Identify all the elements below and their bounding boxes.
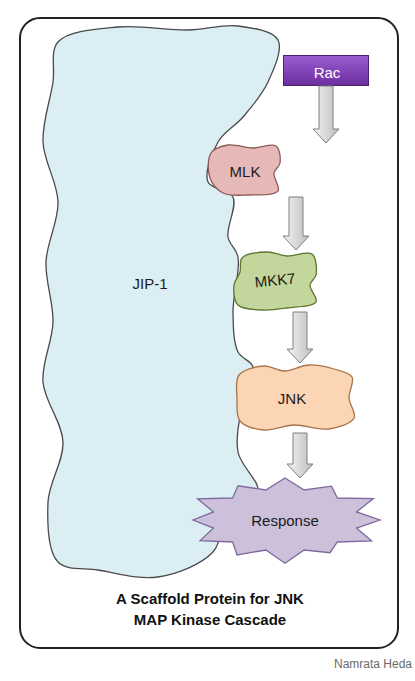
watermark: Namrata Heda [334,657,412,671]
node-shape [236,365,354,430]
protein-box: Rac [283,55,369,86]
block-arrow [287,312,313,363]
block-arrow [283,197,309,250]
protein-box: MLK [208,143,328,197]
node-label: JIP-1 [132,275,167,292]
node-label: MLK [230,163,261,180]
block-arrow [313,86,339,143]
protein-box: JNK [234,363,356,433]
node-shape [193,478,380,563]
node-shape [208,145,280,196]
node-label: Response [251,512,319,529]
figure-caption: A Scaffold Protein for JNK MAP Kinase Ca… [110,588,310,630]
block-arrow [287,433,313,478]
border-frame [20,18,398,648]
node-label: Rac [314,63,341,80]
node-outline [208,143,328,197]
response-burst: Response [185,478,385,562]
node-shape [234,252,317,310]
node-label: JNK [278,390,306,407]
protein-box: MKK7 [232,250,318,312]
